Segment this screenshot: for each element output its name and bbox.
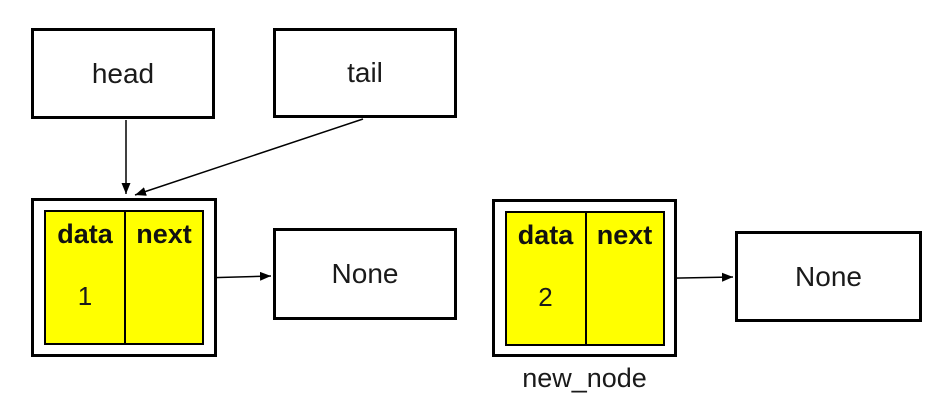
node-1-next-cell: next bbox=[124, 212, 202, 343]
node-2-box: data 2 next bbox=[492, 199, 677, 357]
node-1-record: data 1 next bbox=[44, 210, 204, 345]
node-2-data-cell: data 2 bbox=[507, 213, 585, 344]
head-pointer-label: head bbox=[91, 57, 155, 89]
head-pointer-box: head bbox=[31, 28, 215, 119]
none-label-2: None bbox=[795, 260, 862, 292]
none-label-1: None bbox=[331, 258, 399, 289]
node-2-next-label: next bbox=[596, 219, 653, 250]
node-1-next-label: next bbox=[136, 219, 192, 249]
node-1-data-label: data bbox=[57, 219, 113, 249]
none-box-2: None bbox=[735, 231, 922, 322]
node-2-data-value: 2 bbox=[538, 281, 553, 312]
node-1-data-value: 1 bbox=[77, 281, 93, 311]
node-1-box: data 1 next bbox=[31, 198, 217, 357]
tail-to-node1-arrow bbox=[134, 118, 364, 196]
node-2-next-cell: next bbox=[584, 212, 663, 344]
node-2-next-value bbox=[587, 251, 663, 344]
node-1-next-value bbox=[126, 250, 202, 343]
node-1-data-cell: data 1 bbox=[46, 212, 124, 343]
node-2-caption: new_node bbox=[522, 363, 647, 393]
node-2-data-label: data bbox=[517, 219, 574, 250]
tail-pointer-box: tail bbox=[273, 28, 457, 118]
node-2-record: data 2 next bbox=[504, 210, 665, 346]
none-box-1: None bbox=[273, 228, 457, 320]
tail-pointer-label: tail bbox=[347, 57, 383, 88]
